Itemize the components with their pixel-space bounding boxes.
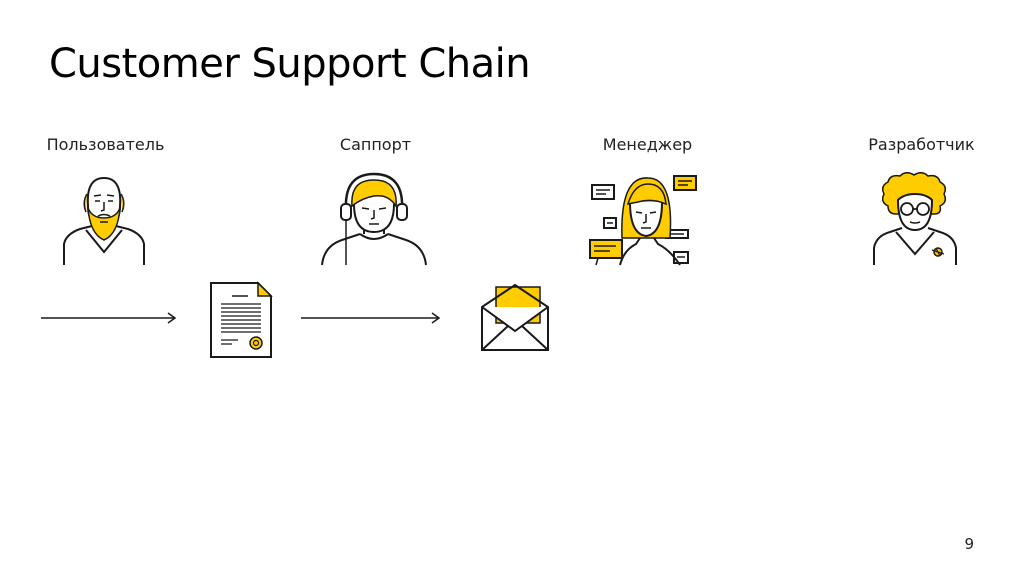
role-label-support: Саппорт xyxy=(339,135,412,154)
bearded-man-avatar-icon xyxy=(60,172,150,267)
slide-title: Customer Support Chain xyxy=(49,41,531,87)
page-number: 9 xyxy=(964,535,974,553)
headset-operator-avatar-icon xyxy=(318,172,430,267)
arrow-right-icon xyxy=(40,311,178,325)
woman-with-chat-bubbles-avatar-icon xyxy=(586,172,698,267)
arrow-right-icon xyxy=(300,311,442,325)
role-label-user: Пользователь xyxy=(46,135,165,154)
document-icon xyxy=(208,280,274,360)
role-label-manager: Менеджер xyxy=(602,135,693,154)
role-label-developer: Разработчик xyxy=(868,135,975,154)
envelope-icon xyxy=(480,283,550,353)
curly-haired-developer-avatar-icon xyxy=(870,172,960,267)
